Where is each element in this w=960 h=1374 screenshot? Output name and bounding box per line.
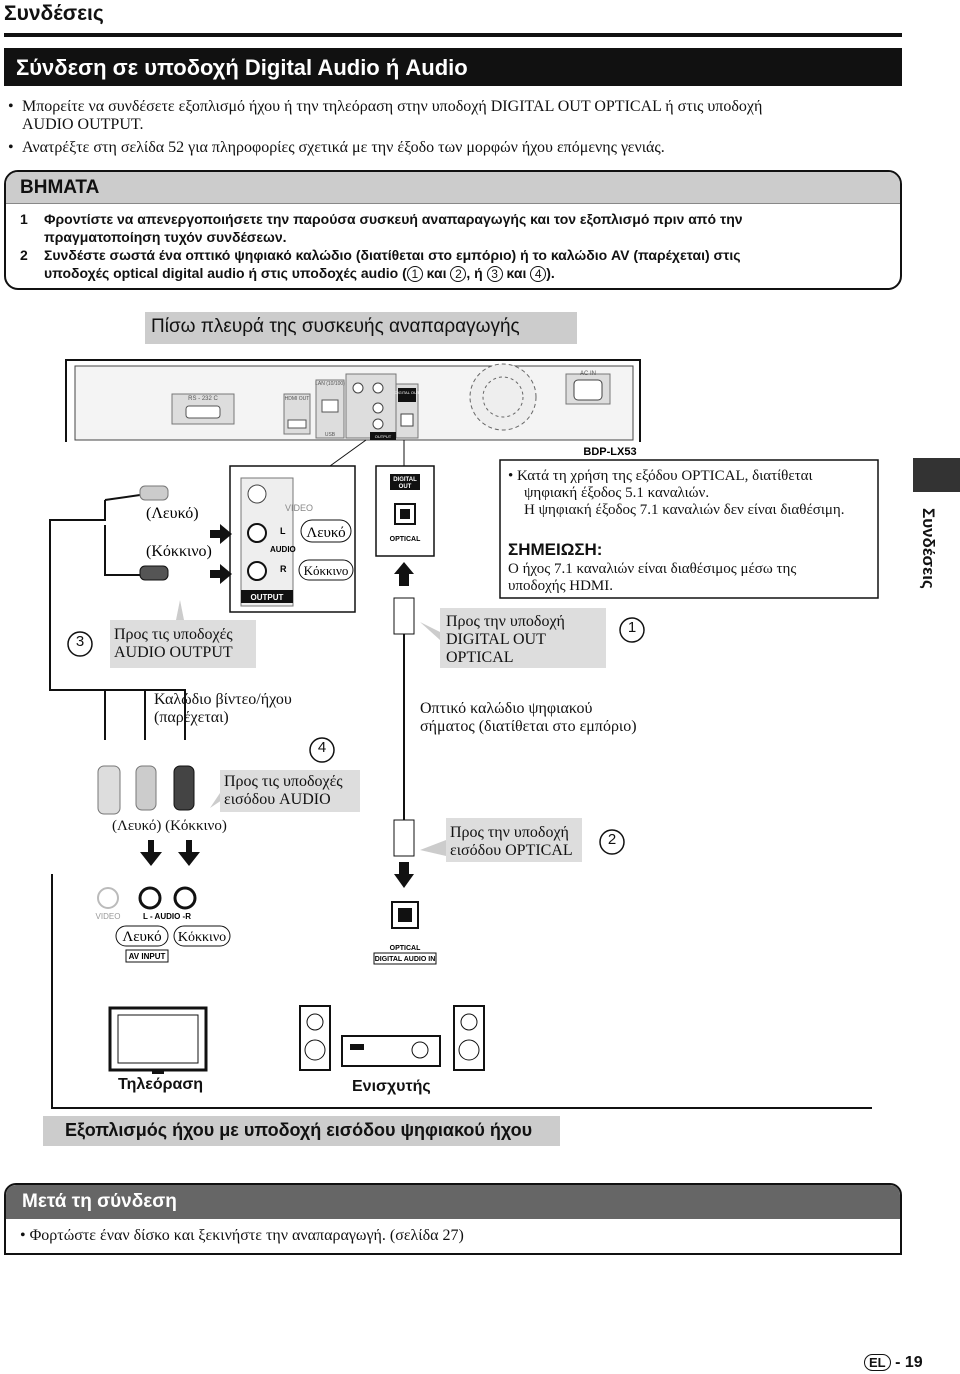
tv-icon bbox=[108, 1006, 208, 1074]
amplifier-icon bbox=[299, 1005, 485, 1071]
step-1: 1 Φροντίστε να απενεργοποιήσετε την παρο… bbox=[20, 210, 880, 246]
note-text-line-2: υποδοχής HDMI. bbox=[508, 578, 614, 594]
intro-bullet-1: Μπορείτε να συνδέσετε εξοπλισμό ήχου ή τ… bbox=[8, 98, 888, 134]
intro-bullet-1-line-2: AUDIO OUTPUT. bbox=[22, 116, 144, 133]
note-text-line-1: Ο ήχος 7.1 καναλιών είναι διαθέσιμος μέσ… bbox=[508, 561, 797, 577]
intro-bullet-2-text: Ανατρέξτε στη σελίδα 52 για πληροφορίες … bbox=[22, 139, 665, 156]
r-label: R bbox=[280, 564, 287, 574]
step-2-line-2: υποδοχές optical digital audio ή στις υπ… bbox=[20, 264, 880, 282]
language-badge: EL bbox=[864, 1354, 891, 1371]
note-text: Ο ήχος 7.1 καναλιών είναι διαθέσιμος μέσ… bbox=[508, 561, 796, 595]
usb-label: USB bbox=[325, 432, 336, 438]
callout-to-audio-in: Προς τις υποδοχές εισόδου AUDIO bbox=[224, 773, 343, 808]
step-2-or: , ή bbox=[466, 265, 487, 281]
step-2-and: και bbox=[502, 265, 531, 281]
steps-box: ΒΗΜΑΤΑ 1 Φροντίστε να απενεργοποιήσετε τ… bbox=[4, 170, 902, 290]
output-label: OUTPUT bbox=[251, 593, 284, 602]
intro-bullet-1-line-1: Μπορείτε να συνδέσετε εξοπλισμό ήχου ή τ… bbox=[22, 98, 763, 115]
ac-in-label: AC IN bbox=[580, 371, 596, 377]
rs232c-label: RS - 232 C bbox=[188, 396, 218, 402]
l-label: L bbox=[280, 526, 286, 536]
digital-audio-in-label: DIGITAL AUDIO IN bbox=[375, 956, 436, 963]
digital-out-jack: DIGITAL OUT OPTICAL bbox=[375, 465, 435, 557]
side-tab-label: Συνδέσεις bbox=[919, 508, 938, 589]
step-2-and: και bbox=[422, 265, 451, 281]
section-heading: Σύνδεση σε υποδοχή Digital Audio ή Audio bbox=[4, 48, 902, 86]
step-1-number: 1 bbox=[20, 211, 28, 227]
svg-text:OUT: OUT bbox=[399, 484, 412, 490]
title-rule bbox=[4, 33, 902, 37]
player-rear-panel: RS - 232 C HDMI OUT LAN (10/100) USB DIG… bbox=[65, 359, 641, 458]
digital-audio-equipment-label: Εξοπλισμός ήχου με υποδοχή εισόδου ψηφια… bbox=[43, 1116, 560, 1146]
side-tab-marker bbox=[913, 458, 960, 492]
callout-av-cable: Καλώδιο βίντεο/ήχου (παρέχεται) bbox=[154, 691, 292, 726]
av-cable bbox=[49, 485, 232, 866]
note-heading: ΣΗΜΕΙΩΣΗ: bbox=[508, 540, 603, 559]
hdmi-out-label: HDMI OUT bbox=[285, 396, 310, 402]
step-2-number: 2 bbox=[20, 247, 28, 263]
intro-bullet-2: Ανατρέξτε στη σελίδα 52 για πληροφορίες … bbox=[8, 139, 888, 157]
optical-label: OPTICAL bbox=[390, 536, 421, 543]
audio-label: AUDIO bbox=[270, 545, 296, 554]
callout-optical-cable: Οπτικό καλώδιο ψηφιακού σήματος (διατίθε… bbox=[420, 700, 637, 735]
callout-to-audio-output: Προς τις υποδοχές AUDIO OUTPUT bbox=[114, 626, 233, 661]
after-connection-heading: Μετά τη σύνδεση bbox=[6, 1185, 900, 1219]
red-plug-label: (Κόκκινο) bbox=[146, 543, 212, 560]
steps-heading: ΒΗΜΑΤΑ bbox=[6, 172, 900, 204]
step-2-line-1: Συνδέστε σωστά ένα οπτικό ψηφιακό καλώδι… bbox=[44, 247, 741, 263]
after-connection-bullet: • Φορτώστε έναν δίσκο και ξεκινήστε την … bbox=[20, 1227, 464, 1244]
white-plug-label: (Λευκό) bbox=[146, 505, 199, 522]
av-red-label: Κόκκινο bbox=[178, 930, 226, 945]
output-small-label: OUTPUT bbox=[375, 434, 392, 439]
optical-input-panel: OPTICAL DIGITAL AUDIO IN bbox=[373, 901, 437, 965]
circled-number: 4 bbox=[530, 266, 547, 282]
lan-label: LAN (10/100) bbox=[315, 381, 345, 387]
note-bullet-line-1: • Κατά τη χρήση της εξόδου OPTICAL, διατ… bbox=[508, 468, 813, 484]
plugs-white-red-label: (Λευκό) (Κόκκινο) bbox=[112, 818, 227, 834]
circled-number-3: 3 bbox=[75, 633, 85, 650]
step-2-end: ). bbox=[546, 265, 555, 281]
white-jack-label: Λευκό bbox=[306, 525, 345, 541]
analog-output-jacks: VIDEO L AUDIO R OUTPUT Λευκό Κόκκινο bbox=[229, 465, 356, 613]
circled-number-4: 4 bbox=[317, 739, 327, 756]
page-title: Συνδέσεις bbox=[4, 2, 104, 25]
step-1-line-1: Φροντίστε να απενεργοποιήσετε την παρούσ… bbox=[44, 211, 743, 227]
after-connection-box: Μετά τη σύνδεση • Φορτώστε έναν δίσκο κα… bbox=[4, 1183, 902, 1255]
optical-in-label: OPTICAL bbox=[390, 945, 421, 952]
model-label: BDP-LX53 bbox=[583, 446, 636, 458]
circled-number: 2 bbox=[450, 266, 467, 282]
note-bullet: • Κατά τη χρήση της εξόδου OPTICAL, διατ… bbox=[508, 468, 845, 519]
callout-to-digital-out: Προς την υποδοχή DIGITAL OUT OPTICAL bbox=[446, 613, 565, 666]
digital-out-small-label: DIGITAL OUT bbox=[395, 390, 420, 395]
step-1-line-2: πραγματοποίηση τυχόν συνδέσεων. bbox=[44, 229, 287, 245]
av-video-label: VIDEO bbox=[96, 912, 121, 921]
step-2: 2 Συνδέστε σωστά ένα οπτικό ψηφιακό καλώ… bbox=[20, 246, 880, 282]
circled-number-1: 1 bbox=[627, 619, 637, 636]
av-input-label: AV INPUT bbox=[129, 952, 166, 961]
note-bullet-line-2: ψηφιακή έξοδος 5.1 καναλιών. bbox=[524, 485, 710, 501]
l-audio-r-label: L - AUDIO -R bbox=[143, 912, 191, 921]
page-number-value: 19 bbox=[904, 1354, 923, 1371]
av-input-panel: VIDEO L - AUDIO -R Λευκό Κόκκινο AV INPU… bbox=[86, 882, 231, 964]
page-number: EL - 19 bbox=[864, 1354, 923, 1372]
amp-label: Ενισχυτής bbox=[352, 1078, 431, 1095]
tv-label: Τηλεόραση bbox=[118, 1076, 204, 1093]
circled-number: 1 bbox=[406, 266, 423, 282]
svg-text:DIGITAL: DIGITAL bbox=[393, 477, 417, 483]
video-label: VIDEO bbox=[285, 503, 313, 513]
note-bullet-line-3: Η ψηφιακή έξοδος 7.1 καναλιών δεν είναι … bbox=[524, 502, 845, 518]
circled-number-2: 2 bbox=[607, 831, 617, 848]
connection-diagram: RS - 232 C HDMI OUT LAN (10/100) USB DIG… bbox=[49, 359, 879, 1109]
red-jack-label: Κόκκινο bbox=[304, 563, 349, 578]
optical-cable bbox=[393, 562, 415, 888]
player-rear-label: Πίσω πλευρά της συσκευής αναπαραγωγής bbox=[145, 312, 577, 344]
callout-to-optical-in: Προς την υποδοχή εισόδου OPTICAL bbox=[450, 824, 573, 859]
av-white-label: Λευκό bbox=[122, 929, 161, 945]
circled-number: 3 bbox=[486, 266, 503, 282]
step-2-line-2-start: υποδοχές optical digital audio ή στις υπ… bbox=[44, 265, 407, 281]
page-dash: - bbox=[895, 1354, 901, 1371]
